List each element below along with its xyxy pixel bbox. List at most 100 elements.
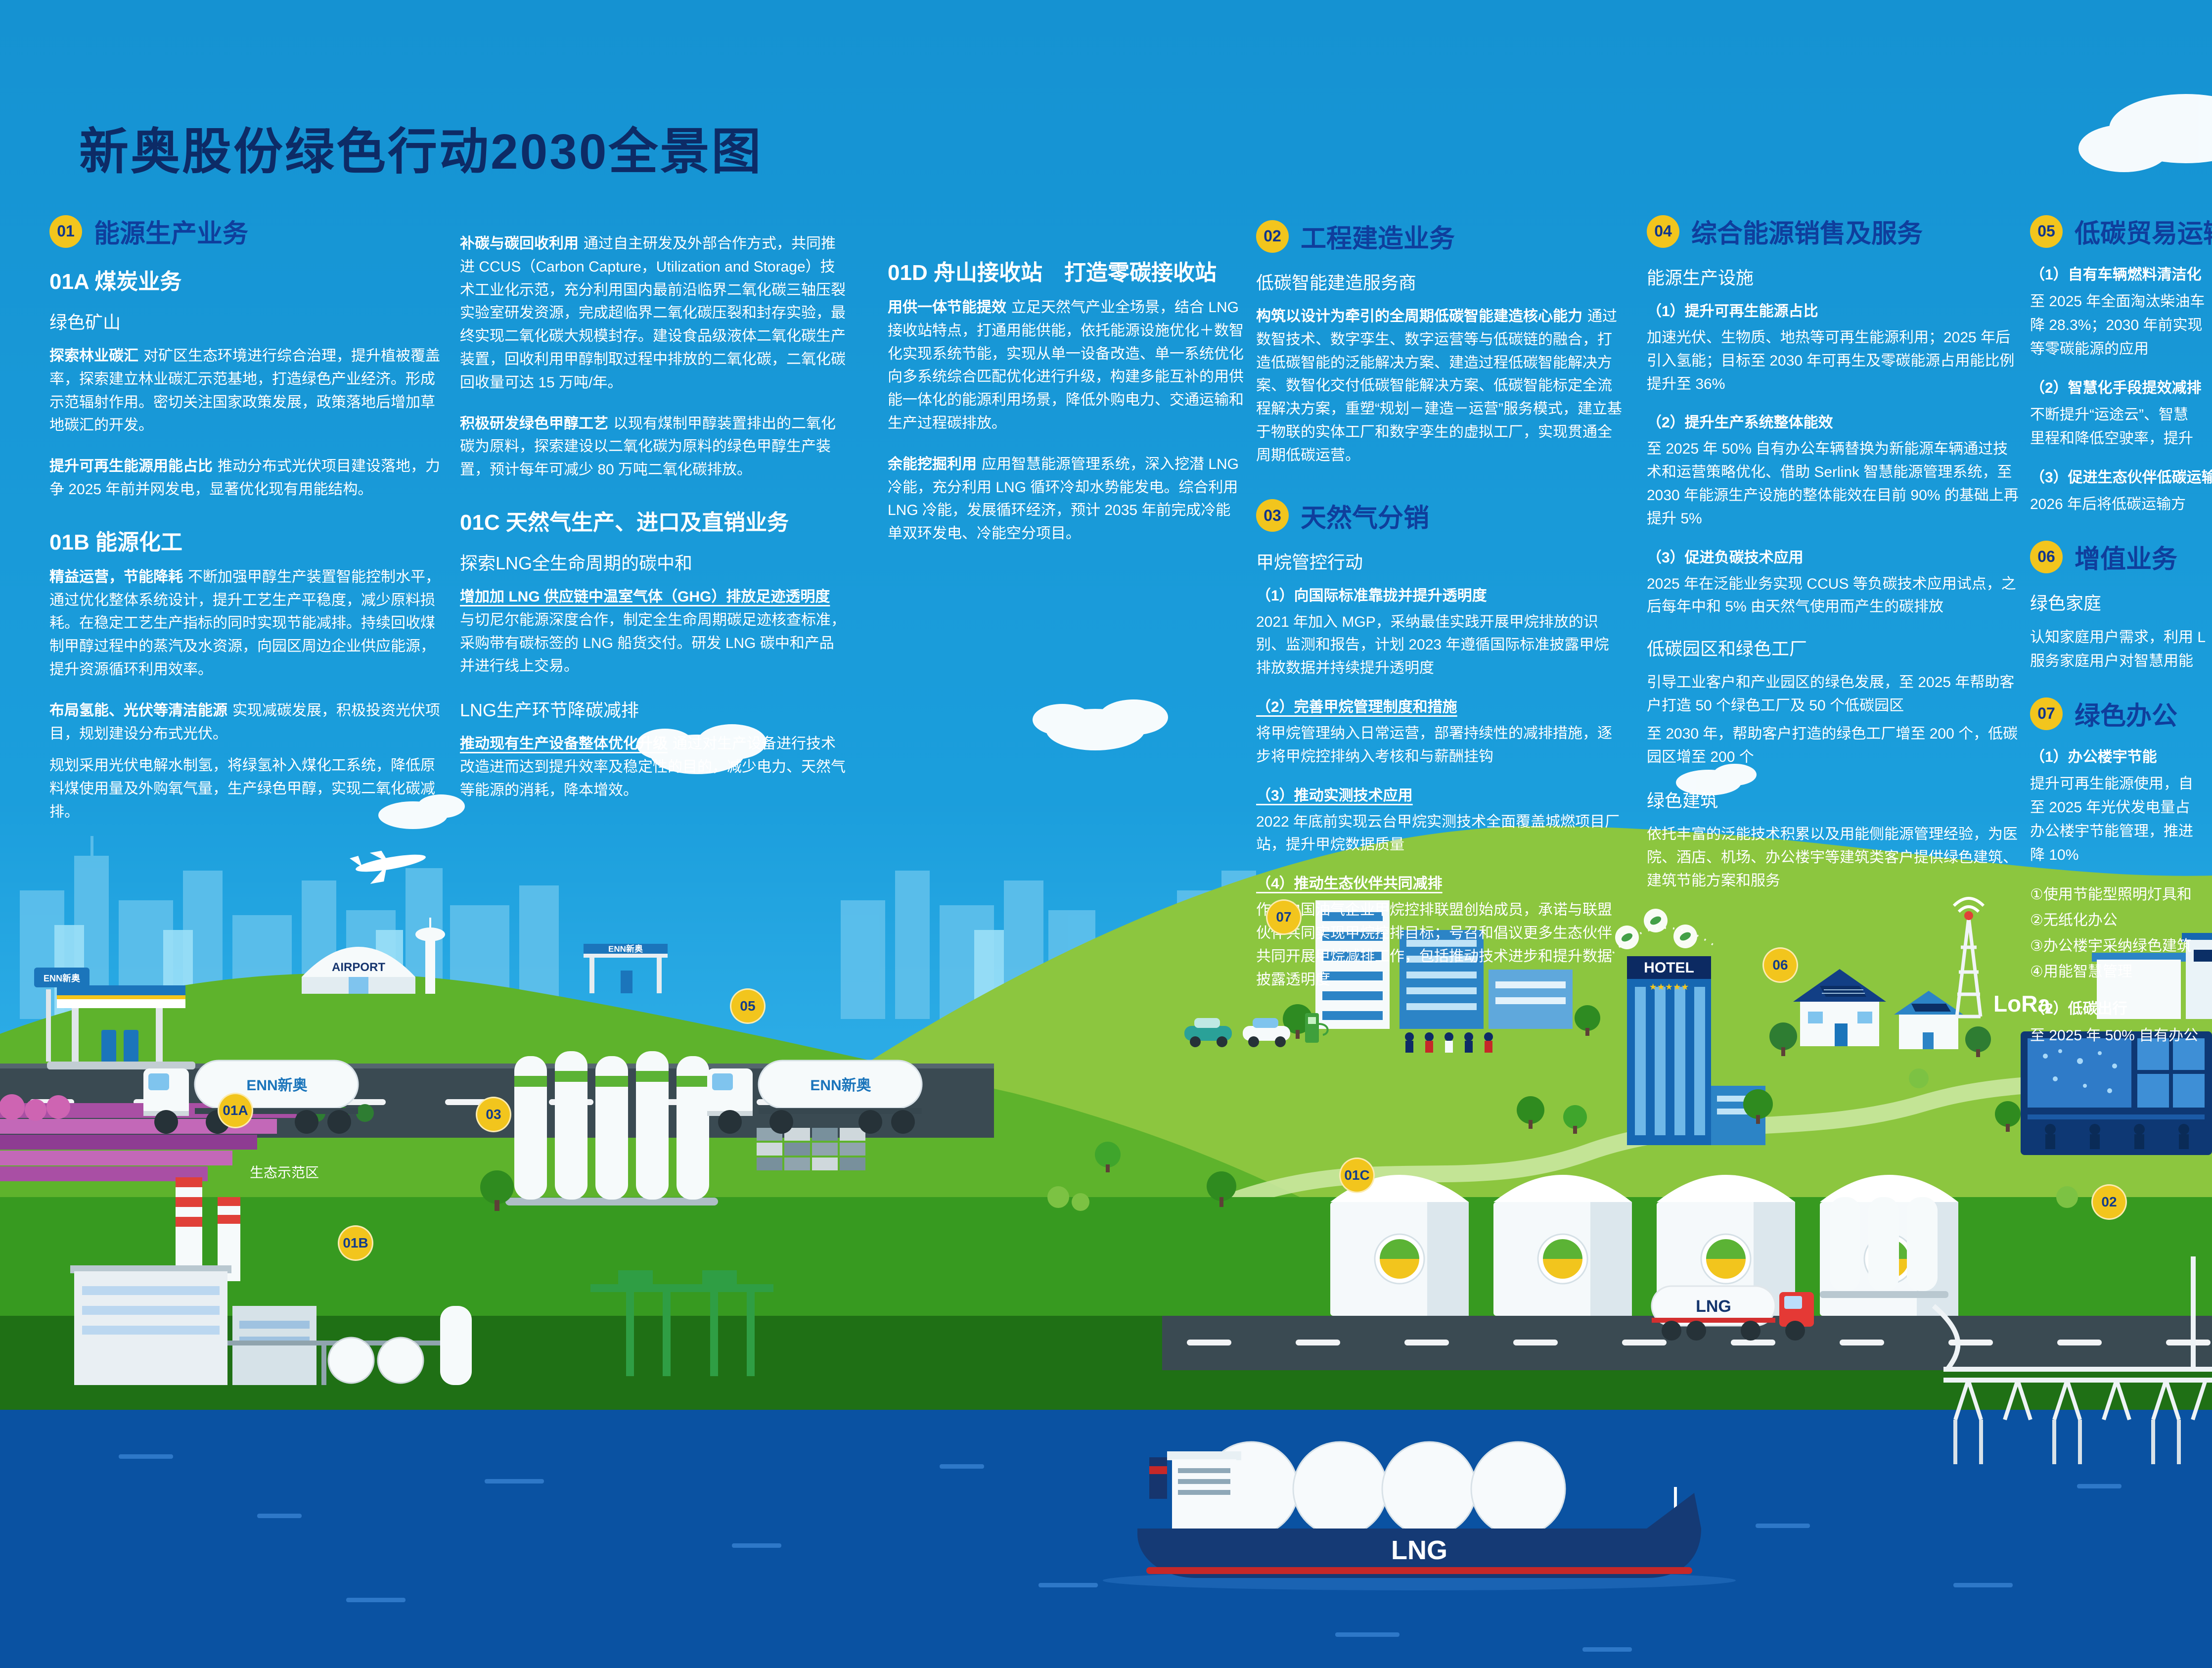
subsection-01a-title: 01A 煤炭业务	[49, 270, 182, 294]
section-06-tagline: 绿色家庭	[2030, 593, 2102, 613]
lng-tank	[1330, 1175, 1469, 1316]
item-line: 至 2025 年光伏发电量占	[2030, 799, 2190, 816]
section-01-title: 能源生产业务	[94, 220, 249, 248]
item-line: 2026 年后将低碳运输方	[2030, 496, 2186, 512]
section-05-header: 05 低碳贸易运输	[2030, 213, 2212, 250]
energy-facility-item-2: （2）提升生产系统整体能效 至 2025 年 50% 自有办公车辆替换为新能源车…	[1647, 412, 2023, 530]
paragraph-lead: 补碳与碳回收利用	[460, 235, 579, 252]
enn-truck-label: ENN新奥	[810, 1077, 871, 1094]
section-01-header: 01 能源生产业务	[49, 213, 445, 250]
green-home-line: 认知家庭用户需求，利用 L	[2030, 629, 2206, 646]
column-right-clipped: 05 低碳贸易运输 （1）自有车辆燃料清洁化 至 2025 年全面淘汰柴油车 降…	[2030, 213, 2212, 1064]
sea-waves	[119, 1454, 2122, 1652]
cloud-icon	[1033, 699, 1168, 750]
item-title: （2）智慧化手段提效减排	[2030, 380, 2202, 396]
scene-badge-02: 02	[2091, 1184, 2127, 1220]
item-title: （1）自有车辆燃料清洁化	[2030, 267, 2202, 283]
column-energy-production: 01 能源生产业务 01A 煤炭业务 绿色矿山 探索林业碳汇对矿区生态环境进行综…	[49, 213, 445, 842]
paragraph-forest-carbon: 探索林业碳汇对矿区生态环境进行综合治理，提升植被覆盖率，探索建立林业碳汇示范基地…	[49, 345, 445, 437]
mini-station: ENN新奥	[584, 944, 668, 993]
paragraph-text: 不断加强甲醇生产装置智能控制水平，通过优化整体系统设计，提升工艺生产平稳度，减少…	[49, 568, 440, 678]
subsection-01b-title: 01B 能源化工	[49, 530, 182, 555]
airport-terminal: AIRPORT	[302, 918, 445, 994]
item-body: 2025 年在泛能业务实现 CCUS 等负碳技术应用试点，之后每年中和 5% 由…	[1647, 575, 2016, 615]
section-04-tagline-1: 能源生产设施	[1647, 268, 1754, 288]
people	[2045, 1124, 2189, 1149]
transport-item-2: （2）智慧化手段提效减排 不断提升“运途云”、智慧 里程和降低空驶率，提升	[2030, 377, 2212, 451]
item-body: 2021 年加入 MGP，采纳最佳实践开展甲烷排放的识别、监测和报告，计划 20…	[1256, 613, 1609, 677]
paragraph-ccus: 补碳与碳回收利用通过自主研发及外部合作方式，共同推进 CCUS（Carbon C…	[460, 232, 846, 395]
lng-ship-label: LNG	[1391, 1535, 1447, 1565]
hotel-label: HOTEL	[1644, 960, 1694, 976]
section-05-title: 低碳贸易运输	[2075, 220, 2212, 248]
item-title: （1）提升可再生能源占比	[1647, 303, 1818, 320]
methane-item-2: （2）完善甲烷管理制度和措施 将甲烷管理纳入日常运营，部署持续性的减排措施，逐步…	[1256, 696, 1622, 769]
cloud-icon	[1676, 764, 1757, 795]
paragraph-green-factory-2025: 引导工业客户和产业园区的绿色发展，至 2025 年帮助客户打造 50 个绿色工厂…	[1647, 671, 2023, 718]
item-title: （2）低碳出行	[2030, 1001, 2127, 1017]
eco-icons	[1606, 909, 1719, 960]
list-item: ④用能智慧管理	[2030, 964, 2132, 980]
gas-station: ENN新奥	[34, 968, 195, 1069]
people	[1405, 1032, 1493, 1053]
enn-truck-label: ENN新奥	[246, 1077, 307, 1094]
paragraph-text: 规划采用光伏电解水制氢，将绿氢补入煤化工系统，降低原料煤使用量及外购氧气量，生产…	[49, 757, 435, 820]
office-campus	[1283, 900, 1600, 1053]
leaf-icon	[1673, 925, 1697, 948]
paragraph-lead: 推动现有生产设备整体优化升级	[460, 736, 668, 752]
office-measure-list: ①使用节能型照明灯具和 ②无纸化办公 ③办公楼宇采纳绿色建筑 ④用能智慧管理	[2030, 883, 2212, 984]
paragraph-renewable-ratio: 提升可再生能源用能占比推动分布式光伏项目建设落地，力争 2025 年前并网发电，…	[49, 455, 445, 502]
section-05-number-badge: 05	[2030, 215, 2063, 248]
item-line: 不断提升“运途云”、智慧	[2030, 407, 2188, 423]
scene-badge-01a: 01A	[218, 1093, 253, 1128]
paragraph-text: 对矿区生态环境进行综合治理，提升植被覆盖率，探索建立林业碳汇示范基地，打造绿色产…	[49, 348, 440, 434]
section-03-number-badge: 03	[1256, 499, 1289, 532]
paragraph-text: 依托丰富的泛能技术积累以及用能侧能源管理经验，为医院、酒店、机场、办公楼宇等建筑…	[1647, 826, 2018, 889]
jetty-pier	[1820, 1197, 2212, 1464]
paragraph-lead: 用供一体节能提效	[888, 299, 1006, 316]
column-construction-gas: 02 工程建造业务 低碳智能建造服务商 构筑以设计为牵引的全周期低碳智能建造核心…	[1256, 218, 1622, 1007]
transport-item-3: （3）促进生态伙伴低碳运输 2026 年后将低碳运输方	[2030, 466, 2212, 516]
scene-badge-05: 05	[730, 988, 766, 1024]
lora-tower: LoRa	[1952, 897, 2050, 1019]
item-body: 至 2025 年 50% 自有办公车辆替换为新能源车辆通过技术和运营策略优化、借…	[1647, 441, 2019, 527]
subsection-01c-tagline-2: LNG生产环节降碳减排	[460, 700, 639, 721]
clouds	[378, 94, 2212, 829]
transport-item-1: （1）自有车辆燃料清洁化 至 2025 年全面淘汰柴油车 降 28.3%；203…	[2030, 264, 2212, 361]
section-03-header: 03 天然气分销	[1256, 497, 1622, 534]
paragraph-green-building: 依托丰富的泛能技术积累以及用能侧能源管理经验，为医院、酒店、机场、办公楼宇等建筑…	[1647, 823, 2023, 892]
list-item: ①使用节能型照明灯具和	[2030, 886, 2192, 903]
cloud-icon	[636, 724, 767, 774]
item-line: 至 2025 年全面淘汰柴油车	[2030, 293, 2205, 310]
item-title: （2）提升生产系统整体能效	[1647, 415, 1833, 431]
paragraph-green-methanol-plan: 规划采用光伏电解水制氢，将绿氢补入煤化工系统，降低原料煤使用量及外购氧气量，生产…	[49, 754, 445, 824]
factory	[70, 1177, 472, 1385]
paragraph-equipment-upgrade: 推动现有生产设备整体优化升级通过对生产设备进行技术改造进而达到提升效率及稳定性的…	[460, 733, 846, 802]
paragraph-text: 通过自主研发及外部合作方式，共同推进 CCUS（Carbon Capture，U…	[460, 235, 846, 391]
section-04-header: 04 综合能源销售及服务	[1647, 213, 2023, 250]
paragraph-text: 通过对生产设备进行技术改造进而达到提升效率及稳定性的目的，减少电力、天然气等能源…	[460, 736, 846, 798]
methane-item-4: （4）推动生态伙伴共同减排 作为中国油气企业甲烷控排联盟创始成员，承诺与联盟伙伴…	[1256, 873, 1622, 991]
paragraph-lead: 余能挖掘利用	[888, 456, 977, 472]
paragraph-text: 通过数智技术、数字孪生、数字运营等与低碳链的融合，打造低碳智能的泛能解决方案、建…	[1256, 308, 1622, 463]
paragraph-text: 立足天然气产业全场景，结合 LNG 接收站特点，打通用能供能，依托能源设施优化＋…	[888, 299, 1244, 431]
page-title: 新奥股份绿色行动2030全景图	[79, 124, 763, 180]
paragraph-green-methanol-rd: 积极研发绿色甲醇工艺以现有煤制甲醇装置排出的二氧化碳为原料，探索建设以二氧化碳为…	[460, 413, 846, 482]
section-06-header: 06 增值业务	[2030, 538, 2212, 575]
item-body: 加速光伏、生物质、地热等可再生能源利用；2025 年后引入氢能；目标至 2030…	[1647, 329, 2015, 392]
lng-truck-label: LNG	[1696, 1297, 1731, 1316]
paragraph-lead: 提升可再生能源用能占比	[49, 458, 213, 475]
column-carbon-recovery: 补碳与碳回收利用通过自主研发及外部合作方式，共同推进 CCUS（Carbon C…	[460, 232, 846, 820]
trees	[480, 1068, 2078, 1211]
paragraph-ghg-transparency: 增加加 LNG 供应链中温室气体（GHG）排放足迹透明度与切尼尔能源深度合作，制…	[460, 586, 846, 678]
office-item-1: （1）办公楼宇节能 提升可再生能源使用，自 至 2025 年光伏发电量占 办公楼…	[2030, 746, 2212, 867]
container-stacks	[757, 1128, 865, 1170]
scene-badge-01c: 01C	[1339, 1158, 1375, 1193]
paragraph-lead: 积极研发绿色甲醇工艺	[460, 415, 608, 432]
item-body: 2022 年底前实现云台甲烷实测技术全面覆盖城燃项目厂站，提升甲烷数据质量	[1256, 813, 1620, 853]
paragraph-lead: 精益运营，节能降耗	[49, 568, 183, 585]
paragraph-integrated-energy-saving: 用供一体节能提效立足天然气产业全场景，结合 LNG 接收站特点，打通用能供能，依…	[888, 296, 1244, 435]
leaf-icon	[1615, 926, 1639, 949]
item-line: 等零碳能源的应用	[2030, 341, 2149, 357]
port-cranes	[590, 1270, 773, 1376]
